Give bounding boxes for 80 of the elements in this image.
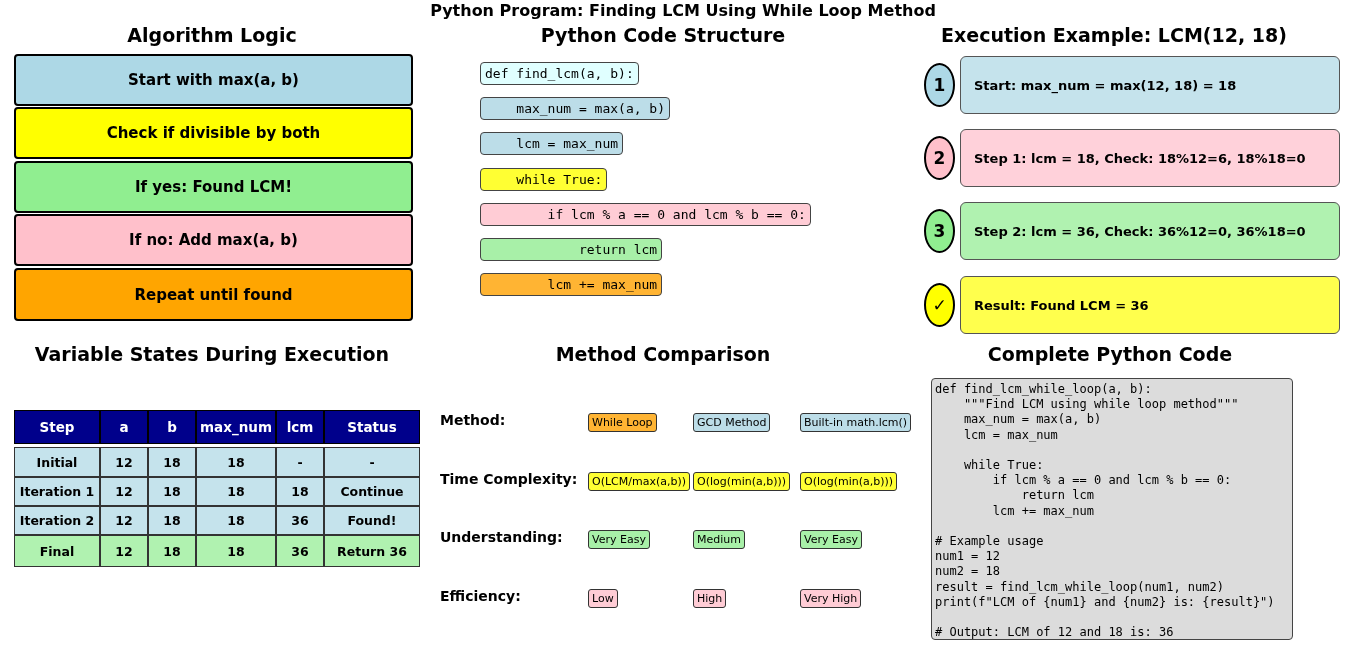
comparison-tag: Medium <box>693 530 745 549</box>
table-cell: 36 <box>276 535 324 567</box>
panel-title: Python Code Structure <box>540 24 786 46</box>
code-line: # Example usage <box>935 534 1045 550</box>
table-cell: 18 <box>148 535 196 567</box>
step-box: Step 2: lcm = 36, Check: 36%12=0, 36%18=0 <box>960 202 1340 260</box>
table-cell: Return 36 <box>324 535 420 567</box>
code-line: """Find LCM using while loop method""" <box>962 397 1240 413</box>
step-band: Repeat until found <box>14 268 413 321</box>
table-cell: 18 <box>196 477 276 506</box>
table-cell: Found! <box>324 506 420 535</box>
code-line: num2 = 18 <box>935 564 1002 580</box>
table-cell: Iteration 2 <box>14 506 100 535</box>
table-header-cell: Step <box>14 410 100 444</box>
code-line: while True: <box>962 458 1045 474</box>
step-band: Start with max(a, b) <box>14 54 413 106</box>
table-cell: - <box>324 447 420 477</box>
table-cell: 18 <box>196 506 276 535</box>
table-header-cell: b <box>148 410 196 444</box>
comparison-tag: Very Easy <box>800 530 862 549</box>
step-number-circle: 1 <box>924 63 955 107</box>
code-line: num1 = 12 <box>935 549 1002 565</box>
code-line: if lcm % a == 0 and lcm % b == 0: <box>991 473 1233 489</box>
panel-title: Complete Python Code <box>987 343 1233 365</box>
step-box: Start: max_num = max(12, 18) = 18 <box>960 56 1340 114</box>
table-cell: 18 <box>148 506 196 535</box>
step-band: If yes: Found LCM! <box>14 161 413 213</box>
row-header: Method: <box>440 412 506 428</box>
code-line: print(f"LCM of {num1} and {num2} is: {result}") <box>935 594 1276 610</box>
comparison-tag: Low <box>588 589 618 608</box>
table-cell: 12 <box>100 477 148 506</box>
step-band: Check if divisible by both <box>14 107 413 159</box>
table-cell: Final <box>14 535 100 567</box>
comparison-tag: Very High <box>800 589 862 608</box>
table-header-cell: lcm <box>276 410 324 444</box>
table-cell: 36 <box>276 506 324 535</box>
panel-title: Variable States During Execution <box>34 343 390 365</box>
step-band: If no: Add max(a, b) <box>14 214 413 266</box>
table-header-cell: max_num <box>196 410 276 444</box>
comparison-tag: O(LCM/max(a,b)) <box>588 472 690 491</box>
step-box: Step 1: lcm = 18, Check: 18%12=6, 18%18=0 <box>960 129 1340 187</box>
comparison-tag: High <box>693 589 727 608</box>
code-line: result = find_lcm_while_loop(num1, num2) <box>935 579 1225 595</box>
table-cell: 18 <box>196 447 276 477</box>
table-cell: Iteration 1 <box>14 477 100 506</box>
comparison-tag: While Loop <box>588 413 657 432</box>
row-header: Understanding: <box>440 529 563 545</box>
table-header-cell: Status <box>324 410 420 444</box>
table-cell: 18 <box>276 477 324 506</box>
step-number-circle: 3 <box>924 209 955 253</box>
table-header-cell: a <box>100 410 148 444</box>
code-line: lcm = max_num <box>962 427 1059 443</box>
panel-title: Execution Example: LCM(12, 18) <box>941 24 1287 46</box>
step-box: Result: Found LCM = 36 <box>960 276 1340 334</box>
comparison-tag: GCD Method <box>693 413 771 432</box>
table-cell: 12 <box>100 447 148 477</box>
table-cell: 18 <box>148 477 196 506</box>
panel-title: Algorithm Logic <box>127 24 297 46</box>
table-cell: - <box>276 447 324 477</box>
comparison-tag: Very Easy <box>588 530 650 549</box>
step-number-circle: 2 <box>924 136 955 180</box>
code-line: return lcm <box>1020 488 1095 504</box>
comparison-tag: O(log(min(a,b))) <box>800 472 898 491</box>
table-cell: Initial <box>14 447 100 477</box>
panel-title: Method Comparison <box>555 343 771 365</box>
code-panel <box>931 378 1293 640</box>
table-cell: 18 <box>148 447 196 477</box>
comparison-tag: Built-in math.lcm() <box>800 413 912 432</box>
code-line: lcm += max_num <box>991 503 1095 519</box>
step-number-circle: ✓ <box>924 283 955 327</box>
code-line: max_num = max(a, b) <box>962 412 1103 428</box>
table-cell: 12 <box>100 535 148 567</box>
code-line: def find_lcm_while_loop(a, b): <box>935 382 1153 398</box>
row-header: Efficiency: <box>440 588 521 604</box>
code-line: # Output: LCM of 12 and 18 is: 36 <box>935 625 1175 641</box>
table-cell: 18 <box>196 535 276 567</box>
table-cell: Continue <box>324 477 420 506</box>
comparison-tag: O(log(min(a,b))) <box>693 472 791 491</box>
table-cell: 12 <box>100 506 148 535</box>
figure-title: Python Program: Finding LCM Using While Loop Method <box>430 1 936 20</box>
